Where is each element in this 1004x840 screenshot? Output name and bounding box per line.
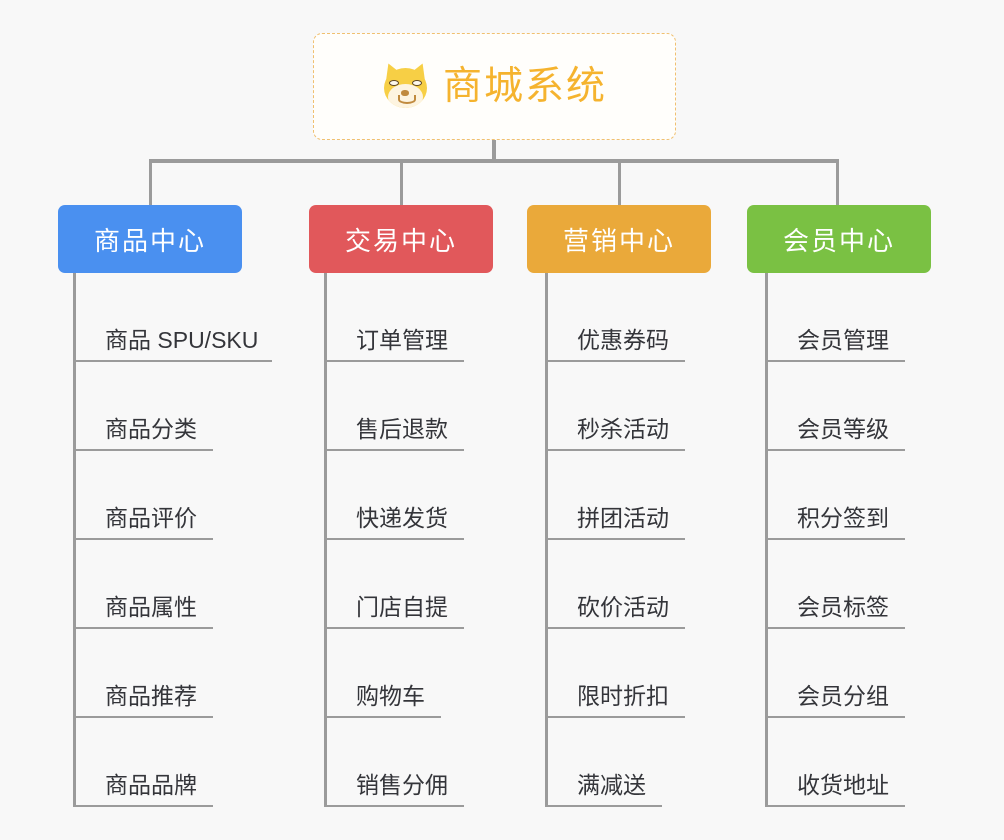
leaf-column-product-center: 商品 SPU/SKU 商品分类商品评价商品属性商品推荐商品品牌 <box>73 273 272 807</box>
leaf-item-rule <box>324 360 464 362</box>
leaf-item[interactable]: 收货地址 <box>765 718 905 807</box>
leaf-item-label: 拼团活动 <box>577 505 669 531</box>
leaf-item-label: 商品分类 <box>105 416 197 442</box>
leaf-column-spine <box>545 273 548 807</box>
leaf-item[interactable]: 拼团活动 <box>545 451 685 540</box>
connector-root-stem <box>492 140 496 161</box>
leaf-item[interactable]: 门店自提 <box>324 540 464 629</box>
leaf-item-rule <box>73 716 213 718</box>
leaf-item-label: 砍价活动 <box>577 594 669 620</box>
leaf-item-label: 门店自提 <box>356 594 448 620</box>
leaf-item-label: 商品评价 <box>105 505 197 531</box>
leaf-item[interactable]: 商品评价 <box>73 451 258 540</box>
leaf-item[interactable]: 会员标签 <box>765 540 905 629</box>
root-title: 商城系统 <box>442 65 607 108</box>
leaf-column-spine <box>324 273 327 807</box>
leaf-item[interactable]: 商品品牌 <box>73 718 258 807</box>
leaf-item-rule <box>765 627 905 629</box>
leaf-item-label: 商品品牌 <box>105 772 197 798</box>
leaf-item-label: 会员管理 <box>797 327 889 353</box>
leaf-item-label: 商品属性 <box>105 594 197 620</box>
leaf-item-label: 订单管理 <box>356 327 448 353</box>
leaf-item-rule <box>73 360 272 362</box>
leaf-item-rule <box>324 805 464 807</box>
connector-drop-marketing-center <box>618 159 621 207</box>
leaf-item-rule <box>545 360 685 362</box>
leaf-item[interactable]: 会员管理 <box>765 273 905 362</box>
leaf-item-rule <box>73 805 213 807</box>
leaf-item-rule <box>765 449 905 451</box>
leaf-item-label: 秒杀活动 <box>577 416 669 442</box>
leaf-item-rule <box>324 627 464 629</box>
leaf-item-label: 会员标签 <box>797 594 889 620</box>
category-header-product-center[interactable]: 商品中心 <box>58 205 242 273</box>
category-header-member-center[interactable]: 会员中心 <box>747 205 931 273</box>
leaf-column-spine <box>765 273 768 807</box>
leaf-item[interactable]: 购物车 <box>324 629 448 718</box>
leaf-item[interactable]: 售后退款 <box>324 362 464 451</box>
leaf-item[interactable]: 满减送 <box>545 718 669 807</box>
leaf-column-spine <box>73 273 76 807</box>
leaf-item-rule <box>324 716 441 718</box>
connector-horizontal-bus <box>149 159 839 163</box>
leaf-item-rule <box>765 716 905 718</box>
leaf-item[interactable]: 销售分佣 <box>324 718 464 807</box>
leaf-item[interactable]: 快递发货 <box>324 451 464 540</box>
category-label: 商品中心 <box>93 225 206 256</box>
leaf-column-marketing-center: 优惠券码秒杀活动拼团活动砍价活动限时折扣满减送 <box>545 273 685 807</box>
leaf-item-label: 商品 SPU/SKU <box>105 327 259 353</box>
leaf-item-rule <box>73 449 213 451</box>
leaf-item[interactable]: 优惠券码 <box>545 273 685 362</box>
connector-drop-product-center <box>149 159 152 207</box>
leaf-item-rule <box>765 360 905 362</box>
leaf-item[interactable]: 会员等级 <box>765 362 905 451</box>
leaf-item-label: 快递发货 <box>356 505 448 531</box>
leaf-item-label: 满减送 <box>577 772 646 798</box>
leaf-item-label: 优惠券码 <box>577 327 669 353</box>
leaf-item[interactable]: 积分签到 <box>765 451 905 540</box>
root-node-shopping-mall-system[interactable]: 商城系统 <box>313 33 676 140</box>
leaf-item-label: 会员分组 <box>797 683 889 709</box>
leaf-item-label: 购物车 <box>356 683 425 709</box>
leaf-item[interactable]: 会员分组 <box>765 629 905 718</box>
leaf-item-rule <box>545 538 685 540</box>
leaf-item[interactable]: 商品推荐 <box>73 629 258 718</box>
leaf-item-rule <box>545 716 685 718</box>
leaf-item-label: 销售分佣 <box>356 772 448 798</box>
category-label: 会员中心 <box>782 225 895 256</box>
leaf-item-rule <box>73 538 213 540</box>
leaf-item-rule <box>324 538 464 540</box>
category-label: 营销中心 <box>562 225 675 256</box>
leaf-column-member-center: 会员管理会员等级积分签到会员标签会员分组收货地址 <box>765 273 905 807</box>
leaf-item-label: 限时折扣 <box>577 683 669 709</box>
leaf-item-label: 售后退款 <box>356 416 448 442</box>
leaf-item[interactable]: 限时折扣 <box>545 629 685 718</box>
leaf-item-rule <box>545 449 685 451</box>
leaf-item-label: 商品推荐 <box>105 683 197 709</box>
leaf-item-label: 收货地址 <box>797 772 889 798</box>
leaf-column-trade-center: 订单管理售后退款快递发货门店自提购物车销售分佣 <box>324 273 464 807</box>
category-label: 交易中心 <box>344 225 457 256</box>
category-header-marketing-center[interactable]: 营销中心 <box>527 205 711 273</box>
leaf-item-rule <box>73 627 213 629</box>
shiba-dog-face-icon <box>380 60 431 110</box>
leaf-item-rule <box>324 449 464 451</box>
leaf-item-label: 会员等级 <box>797 416 889 442</box>
connector-drop-member-center <box>836 159 839 207</box>
connector-drop-trade-center <box>400 159 403 207</box>
leaf-item[interactable]: 秒杀活动 <box>545 362 685 451</box>
leaf-item-rule <box>765 538 905 540</box>
leaf-item-rule <box>765 805 905 807</box>
leaf-item-rule <box>545 627 685 629</box>
leaf-item[interactable]: 砍价活动 <box>545 540 685 629</box>
leaf-item-rule <box>545 805 662 807</box>
leaf-item[interactable]: 商品 SPU/SKU <box>73 273 272 362</box>
leaf-item[interactable]: 订单管理 <box>324 273 464 362</box>
leaf-item[interactable]: 商品分类 <box>73 362 258 451</box>
category-header-trade-center[interactable]: 交易中心 <box>309 205 493 273</box>
leaf-item-label: 积分签到 <box>797 505 889 531</box>
leaf-item[interactable]: 商品属性 <box>73 540 258 629</box>
